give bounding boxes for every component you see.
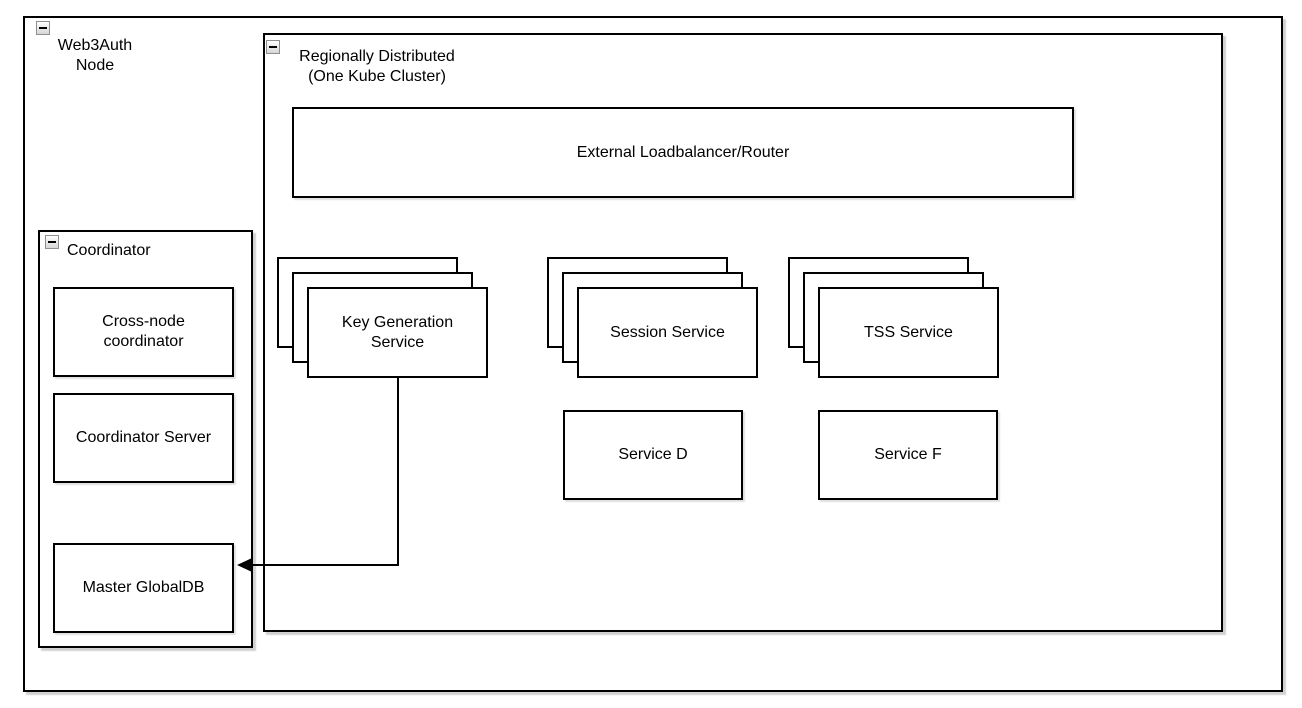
collapse-minus-icon[interactable] — [266, 40, 280, 54]
node-tss-service-label: TSS Service — [864, 323, 953, 341]
node-external-loadbalancer-router: External Loadbalancer/Router — [292, 107, 1074, 198]
container-coordinator-label: Coordinator — [67, 242, 151, 259]
node-key-generation-service: Key Generation Service — [307, 287, 488, 378]
node-cross-node-coordinator: Cross-node coordinator — [53, 287, 234, 377]
node-key-generation-service-stack: Key Generation Service — [277, 257, 488, 378]
container-regionally-distributed: Regionally Distributed (One Kube Cluster… — [263, 33, 1223, 632]
node-key-generation-service-label: Key Generation Service — [341, 313, 454, 351]
node-service-d: Service D — [563, 410, 743, 500]
node-session-service: Session Service — [577, 287, 758, 378]
node-master-globaldb: Master GlobalDB — [53, 543, 234, 633]
node-coordinator-server-label: Coordinator Server — [75, 429, 212, 446]
node-tss-service: TSS Service — [818, 287, 999, 378]
node-service-f-label: Service F — [874, 446, 942, 463]
node-session-service-stack: Session Service — [547, 257, 758, 378]
node-coordinator-server: Coordinator Server — [53, 393, 234, 483]
node-service-f: Service F — [818, 410, 998, 500]
collapse-minus-icon[interactable] — [36, 21, 50, 35]
node-service-d-label: Service D — [618, 446, 688, 463]
node-master-globaldb-label: Master GlobalDB — [82, 579, 205, 596]
node-session-service-label: Session Service — [610, 323, 725, 341]
container-web3auth-node-label: Web3Auth Node — [57, 37, 133, 74]
collapse-minus-icon[interactable] — [45, 235, 59, 249]
node-external-loadbalancer-router-label: External Loadbalancer/Router — [576, 143, 790, 161]
container-web3auth-node: Web3Auth Node Regionally Distributed (On… — [23, 16, 1283, 692]
node-tss-service-stack: TSS Service — [788, 257, 999, 378]
node-cross-node-coordinator-label: Cross-node coordinator — [102, 313, 185, 350]
container-regionally-distributed-label: Regionally Distributed (One Kube Cluster… — [299, 48, 455, 85]
container-coordinator: Coordinator Cross-node coordinator Coord… — [38, 230, 253, 648]
